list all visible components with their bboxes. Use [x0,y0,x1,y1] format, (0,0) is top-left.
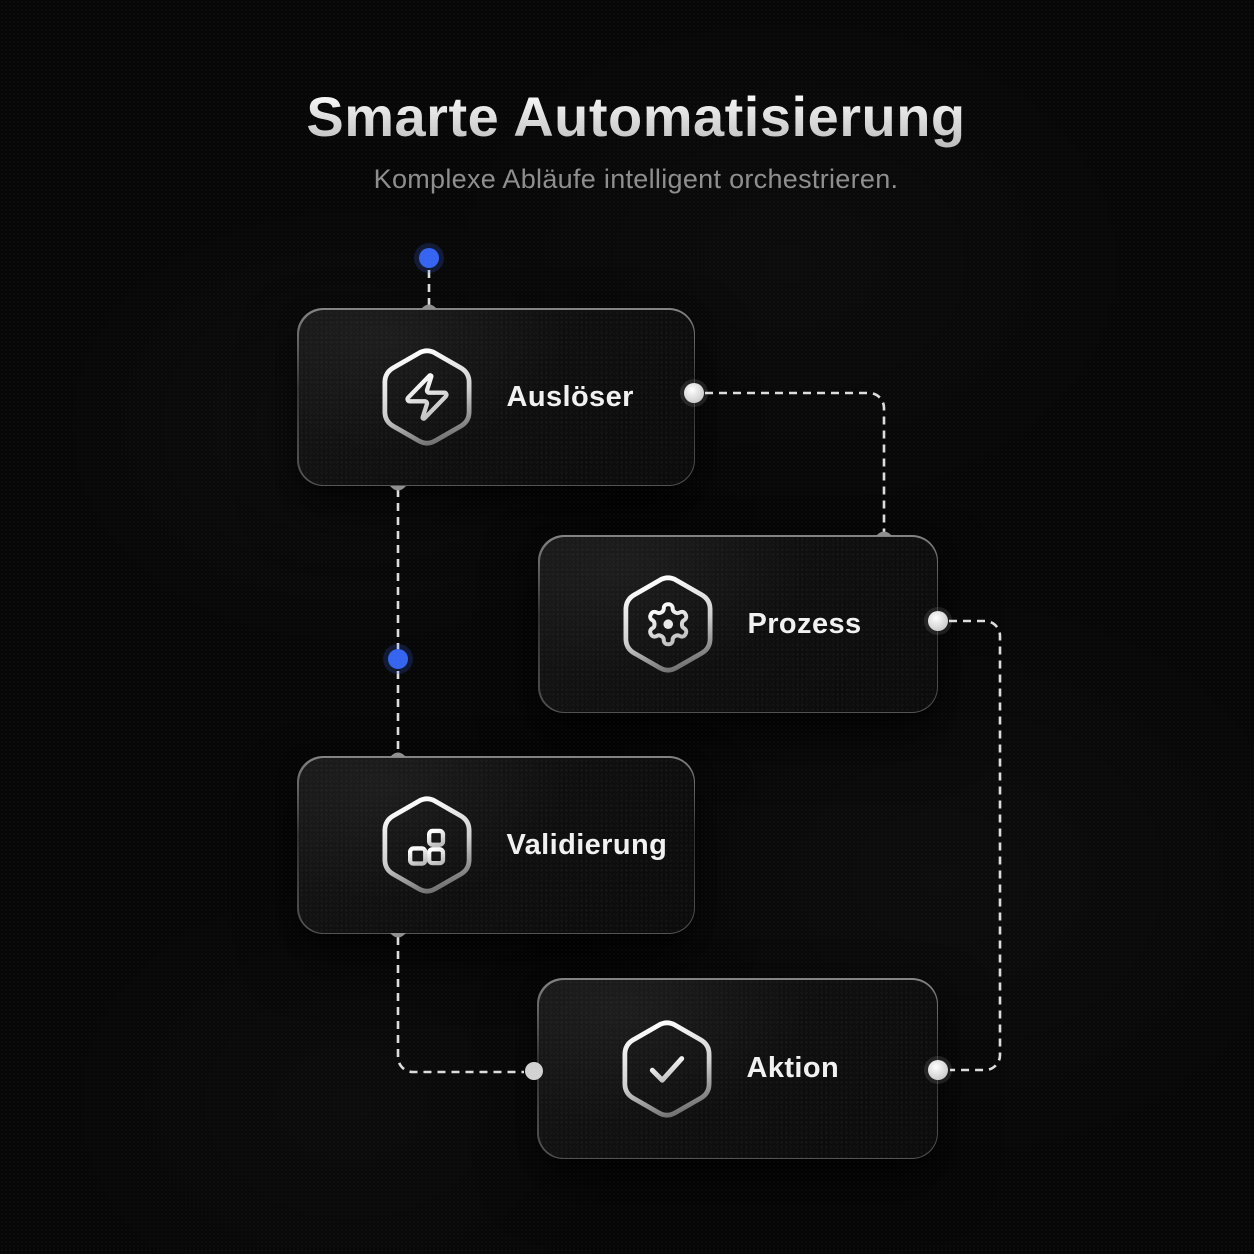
node-label-ausloeser: Auslöser [506,380,634,413]
connector-prozess-to-aktion [949,619,1002,1072]
dot-blue-start [419,248,439,268]
node-card-validierung-body: Validierung [299,757,694,933]
page-subtitle: Komplexe Abläufe intelligent orchestrier… [373,164,899,194]
node-card-prozess[interactable]: Prozess [538,535,938,713]
node-card-aktion[interactable]: Aktion [537,978,938,1159]
node-card-validierung[interactable]: Validierung [297,756,695,934]
node-card-ausloeser[interactable]: Auslöser [297,308,695,486]
header: Smarte Automatisierung Komplexe Abläufe … [0,84,1254,195]
check-icon [613,1015,721,1123]
lightning-icon [373,343,481,451]
node-card-ausloeser-body: Auslöser [299,309,694,485]
dot-blue-mid [388,649,408,669]
page-title: Smarte Automatisierung [18,84,1254,149]
connector-ausloeser-to-prozess [705,391,886,532]
connector-validierung-to-aktion [396,937,524,1074]
node-label-aktion: Aktion [746,1052,840,1084]
node-label-validierung: Validierung [506,828,668,861]
node-card-aktion-body: Aktion [539,979,937,1158]
blocks-icon [373,791,481,899]
anchor-ausloeser-bottom [390,486,406,491]
gear-icon [614,570,722,678]
node-label-prozess: Prozess [747,607,862,640]
node-card-prozess-body: Prozess [540,536,937,712]
